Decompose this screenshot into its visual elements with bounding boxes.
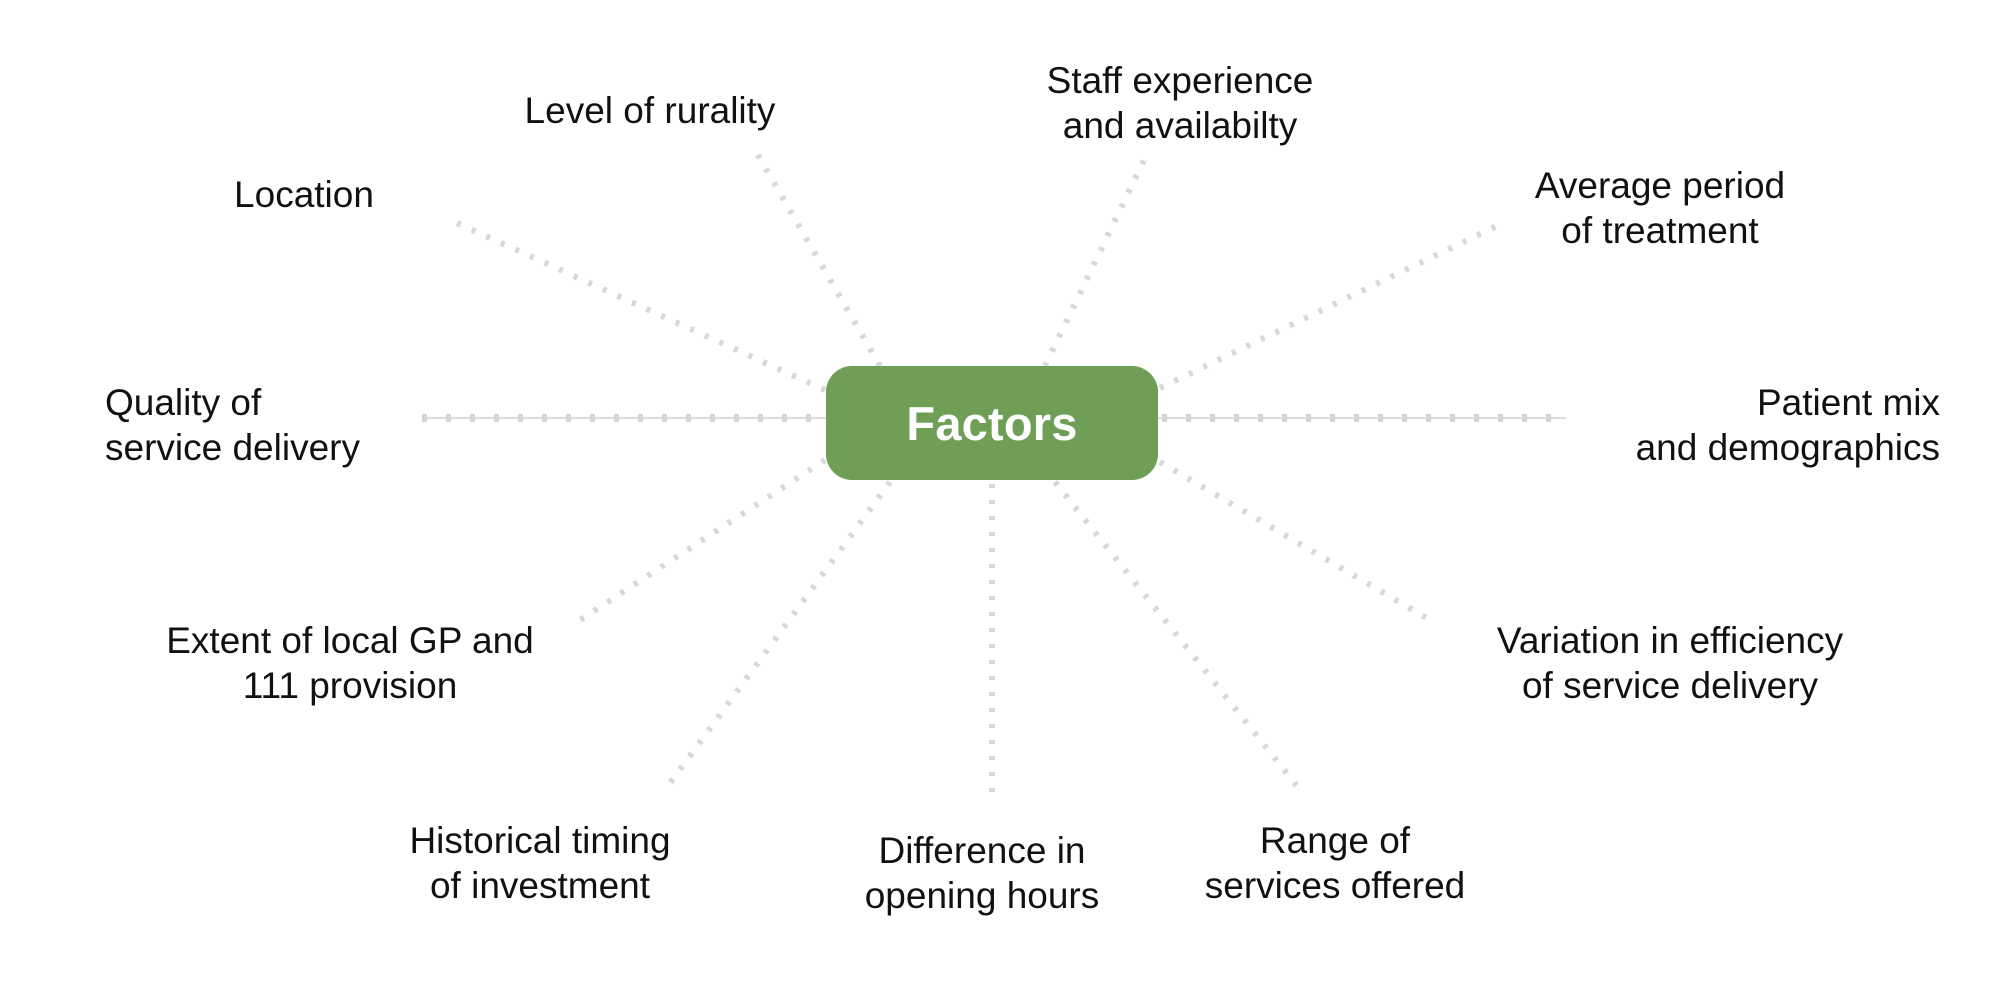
node-variation-in-efficiency[interactable]: Variation in efficiency of service deliv…	[1496, 620, 1844, 707]
node-average-period-of-treatment[interactable]: Average period of treatment	[1534, 165, 1786, 252]
node-quality-of-service-delivery[interactable]: Quality of service delivery	[105, 382, 360, 469]
node-staff-experience[interactable]: Staff experience and availabilty	[1046, 60, 1314, 147]
node-range-of-services-offered[interactable]: Range of services offered	[1204, 820, 1466, 907]
connector-level-of-rurality	[752, 148, 883, 368]
node-level-of-rurality[interactable]: Level of rurality	[524, 90, 776, 131]
connector-average-period	[1158, 219, 1507, 391]
connector-staff-experience	[1042, 156, 1148, 368]
center-node[interactable]: Factors	[826, 366, 1158, 480]
node-historical-timing-of-investment[interactable]: Historical timing of investment	[409, 820, 671, 907]
node-extent-of-local-gp-and-111-provision[interactable]: Extent of local GP and 111 provision	[166, 620, 534, 707]
node-patient-mix-and-demographics[interactable]: Patient mix and demographics	[1635, 382, 1940, 469]
center-node-label: Factors	[906, 396, 1078, 450]
node-location[interactable]: Location	[234, 174, 374, 215]
connector-gp-111-provision	[578, 457, 827, 623]
connector-historical-timing	[662, 480, 893, 792]
node-difference-in-opening-hours[interactable]: Difference in opening hours	[864, 830, 1100, 917]
connector-range-of-services	[1052, 480, 1303, 792]
connector-location	[453, 219, 827, 393]
connector-variation-efficiency	[1158, 459, 1432, 623]
